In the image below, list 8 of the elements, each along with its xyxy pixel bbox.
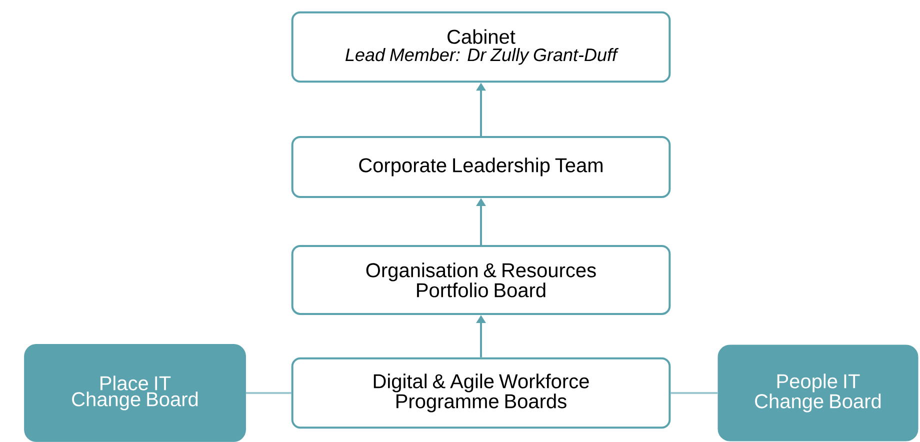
org-box: Organisation & Resources Portfolio Board xyxy=(291,245,671,315)
board-box: People IT Change Board xyxy=(718,344,918,442)
org-box: Cabinet Lead Member: Dr Zully Grant-Duff xyxy=(291,11,671,83)
org-box: Corporate Leadership Team xyxy=(291,136,671,198)
connector-line xyxy=(670,392,718,394)
org-box: Digital & Agile Workforce Programme Boards xyxy=(291,357,671,429)
board-box: Place IT Change Board xyxy=(24,344,246,442)
connector-line xyxy=(246,392,292,394)
